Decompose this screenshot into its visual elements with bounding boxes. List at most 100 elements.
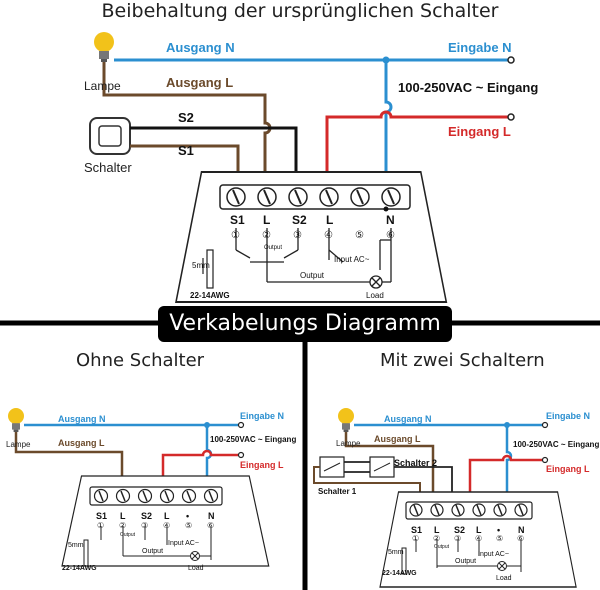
terminal-numbers-top: ① ② ③ ④ ⑤ ⑥	[231, 230, 395, 241]
label-output-small-left: Output	[120, 532, 136, 538]
wire-ausgang-l	[102, 62, 272, 196]
terminal-block-left	[89, 486, 223, 506]
svg-text:S1: S1	[96, 511, 107, 521]
svg-text:S1: S1	[411, 525, 422, 535]
term-l: L	[263, 213, 270, 227]
label-input: Input AC~	[334, 255, 370, 264]
terminal-labels-right: S1 L S2 L • N	[411, 525, 525, 535]
label-load: Load	[366, 291, 384, 300]
terminal-n-left	[237, 421, 245, 429]
label-voltage: 100-250VAC ~ Eingang	[398, 80, 538, 95]
terminal-eingabe-n	[507, 56, 515, 64]
terminal-n-right	[541, 421, 549, 429]
svg-text:•: •	[497, 525, 500, 535]
svg-text:⑤: ⑤	[185, 521, 192, 530]
label-eingang-l-right: Eingang L	[546, 464, 590, 474]
terminal-labels-left: S1 L S2 L • N	[96, 511, 215, 521]
terminal-block-right	[405, 501, 533, 520]
label-5mm-left: 5mm	[68, 542, 84, 549]
label-output-small-right: Output	[434, 544, 450, 550]
lamp-icon	[94, 32, 114, 62]
svg-text:①: ①	[231, 230, 240, 241]
label-input-right: Input AC~	[478, 551, 509, 558]
wire-n-right-down	[505, 425, 513, 508]
switch-1-icon	[319, 456, 345, 478]
label-lampe: Lampe	[84, 79, 121, 93]
label-ausgang-l-left: Ausgang L	[58, 438, 105, 448]
label-lampe-left: Lampe	[6, 440, 31, 449]
svg-text:③: ③	[141, 521, 148, 530]
label-eingang-l-left: Eingang L	[240, 460, 284, 470]
switch-2-icon	[369, 456, 395, 478]
svg-text:N: N	[518, 525, 525, 535]
label-5mm: 5mm	[192, 261, 210, 270]
label-schalter-1: Schalter 1	[318, 487, 357, 496]
internal-circuit-top	[235, 228, 392, 289]
terminal-block-top	[219, 184, 411, 210]
label-eingabe-n: Eingabe N	[448, 40, 512, 55]
label-output: Output	[300, 271, 325, 280]
label-ausgang-n-right: Ausgang N	[384, 414, 432, 424]
svg-text:S2: S2	[141, 511, 152, 521]
internal-circuit-right	[401, 540, 522, 575]
label-s1: S1	[178, 143, 194, 158]
label-awg: 22-14AWG	[190, 291, 230, 300]
term-s1: S1	[230, 213, 245, 227]
label-output-right: Output	[455, 558, 476, 565]
term-l2: L	[326, 213, 333, 227]
svg-text:S2: S2	[454, 525, 465, 535]
diagram-title: Beibehaltung der ursprünglichen Schalter	[101, 0, 499, 22]
label-output-small: Output	[264, 245, 282, 251]
svg-text:④: ④	[475, 534, 482, 543]
label-eingabe-n-left: Eingabe N	[240, 411, 284, 421]
label-ausgang-l-right: Ausgang L	[374, 434, 421, 444]
label-eingang-l: Eingang L	[448, 124, 511, 139]
svg-text:L: L	[476, 525, 482, 535]
label-voltage-right: 100-250VAC ~ Eingang	[513, 440, 599, 449]
label-eingabe-n-right: Eingabe N	[546, 411, 590, 421]
svg-text:L: L	[120, 511, 126, 521]
svg-text:③: ③	[454, 534, 461, 543]
terminal-labels-top: S1 L S2 L N	[230, 213, 395, 227]
terminal-numbers-right: ① ② ③ ④ ⑤ ⑥	[412, 534, 524, 543]
svg-text:①: ①	[412, 534, 419, 543]
label-awg-left: 22-14AWG	[62, 565, 97, 572]
label-lampe-right: Lampe	[336, 439, 361, 448]
label-output-left: Output	[142, 548, 163, 555]
strip-length-icon	[202, 249, 214, 289]
wire-l-left	[161, 449, 238, 494]
label-voltage-left: 100-250VAC ~ Eingang	[210, 435, 296, 444]
banner: Verkabelungs Diagramm	[158, 306, 452, 342]
svg-text:N: N	[208, 511, 215, 521]
wire-eingang-l	[325, 110, 508, 196]
label-awg-right: 22-14AWG	[382, 570, 417, 577]
internal-circuit-left	[83, 527, 212, 567]
lamp-icon-left	[8, 408, 24, 432]
svg-text:②: ②	[262, 230, 271, 241]
dot-top	[383, 206, 389, 212]
label-load-right: Load	[496, 575, 512, 582]
term-n: N	[386, 213, 395, 227]
svg-text:⑥: ⑥	[517, 534, 524, 543]
label-load-left: Load	[188, 565, 204, 572]
terminal-l-right	[541, 456, 549, 464]
svg-text:•: •	[186, 511, 189, 521]
label-input-left: Input AC~	[168, 540, 199, 547]
svg-text:②: ②	[119, 521, 126, 530]
label-schalter-2: Schalter 2	[394, 458, 437, 468]
label-ausgang-n: Ausgang N	[166, 40, 235, 55]
label-s2: S2	[178, 110, 194, 125]
svg-text:L: L	[434, 525, 440, 535]
wire-l-right	[468, 454, 542, 508]
svg-text:⑤: ⑤	[355, 230, 364, 241]
wire-out-left	[14, 432, 124, 494]
label-5mm-right: 5mm	[388, 549, 404, 556]
svg-text:⑥: ⑥	[386, 230, 395, 241]
svg-text:③: ③	[293, 230, 302, 241]
svg-text:④: ④	[163, 521, 170, 530]
svg-text:②: ②	[433, 534, 440, 543]
svg-text:L: L	[164, 511, 170, 521]
svg-text:⑥: ⑥	[207, 521, 214, 530]
svg-text:⑤: ⑤	[496, 534, 503, 543]
